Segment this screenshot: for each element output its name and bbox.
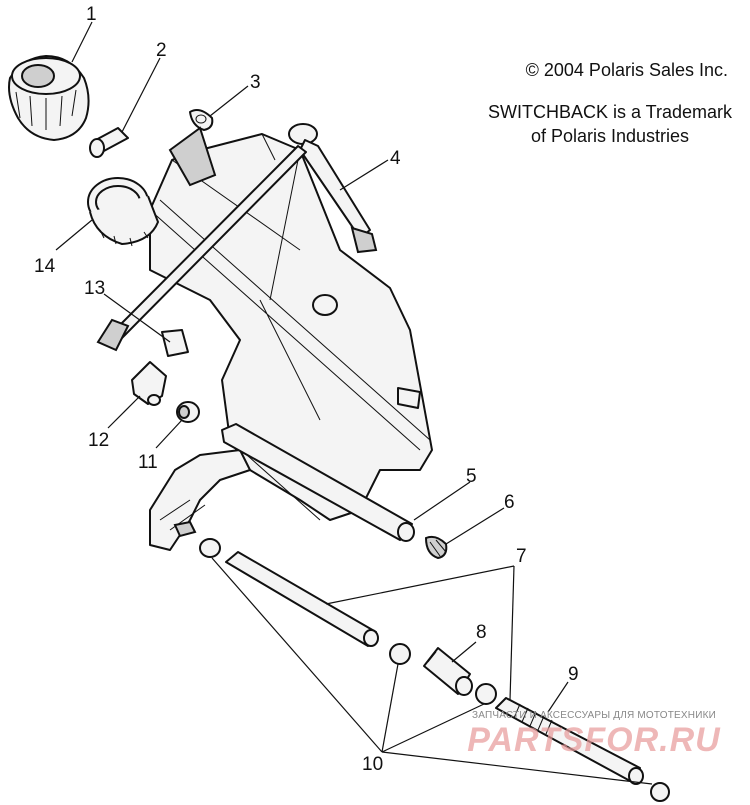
callout-10: 10 xyxy=(362,754,383,775)
watermark-tagline: ЗАПЧАСТИ И АКСЕССУАРЫ ДЛЯ МОТОТЕХНИКИ xyxy=(471,710,717,721)
part-inline-fitting xyxy=(389,643,497,705)
part-clamp-6 xyxy=(424,535,448,560)
callout-11: 11 xyxy=(138,452,158,473)
callout-12: 12 xyxy=(88,430,109,451)
part-clamp-11 xyxy=(176,401,200,423)
part-washer xyxy=(189,109,214,131)
callout-4: 4 xyxy=(390,148,401,169)
callout-7: 7 xyxy=(516,546,527,567)
part-lower-bracket xyxy=(149,449,251,551)
part-hose-5 xyxy=(221,423,415,542)
part-hose-7 xyxy=(225,551,379,647)
watermark-logo: PARTSFOR.RU xyxy=(467,721,721,759)
callout-8: 8 xyxy=(476,622,487,643)
callout-13: 13 xyxy=(84,278,105,299)
callout-14: 14 xyxy=(34,256,56,277)
part-elbow-fitting xyxy=(131,361,167,406)
leader-lines xyxy=(55,21,653,785)
callout-3: 3 xyxy=(250,72,261,93)
part-clamp-lower xyxy=(199,538,221,558)
copyright-line: © 2004 Polaris Sales Inc. xyxy=(525,60,728,80)
copyright-text: © 2004 Polaris Sales Inc. xyxy=(526,58,728,82)
callout-6: 6 xyxy=(504,492,515,513)
part-hose-9 xyxy=(495,697,670,802)
part-pin xyxy=(89,127,129,158)
part-filler-neck xyxy=(87,177,159,247)
watermark: ЗАПЧАСТИ И АКСЕССУАРЫ ДЛЯ МОТОТЕХНИКИ PA… xyxy=(444,710,744,760)
callout-9: 9 xyxy=(568,664,579,685)
trademark-line-1: SWITCHBACK is a Trademark xyxy=(487,102,732,122)
callout-1: 1 xyxy=(86,4,97,25)
trademark-text: SWITCHBACK is a Trademark of Polaris Ind… xyxy=(488,100,732,148)
trademark-line-2: of Polaris Industries xyxy=(530,126,690,146)
callout-labels: 1 2 3 4 5 6 7 8 9 10 11 12 13 14 xyxy=(34,4,579,775)
part-sensor xyxy=(96,318,189,357)
callout-2: 2 xyxy=(156,40,167,61)
part-filler-cap xyxy=(8,55,90,141)
callout-5: 5 xyxy=(466,466,477,487)
